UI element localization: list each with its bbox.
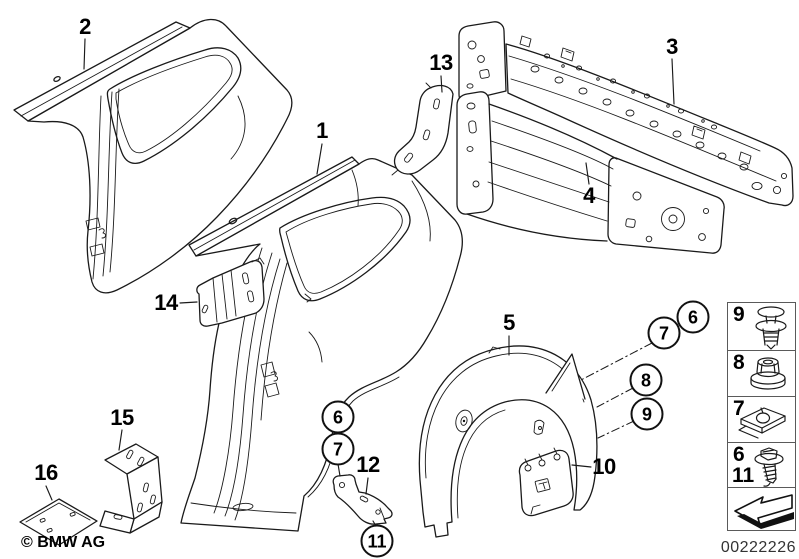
flanged-hex-screw-icon [754,447,784,487]
part-16-plate-drawing[interactable] [19,498,98,546]
legend-item-7[interactable]: 7 [727,396,796,443]
part-3-rear-panel-drawing[interactable] [458,21,794,207]
expanding-rivet-icon [755,306,787,350]
part-14-bracket-drawing[interactable] [196,257,265,327]
circled-callout-6-upper[interactable]: 6 [676,300,710,334]
legend-item-6-11[interactable]: 6 11 [727,442,796,488]
part-15-bracket-drawing[interactable] [99,443,163,534]
circled-callout-7-upper[interactable]: 7 [647,316,681,350]
callout-13[interactable]: 13 [429,50,453,75]
circled-callout-11[interactable]: 11 [360,524,394,558]
part-10-cover-drawing[interactable] [518,447,574,517]
part-12-bracket-drawing[interactable] [332,474,393,525]
legend-label-9: 9 [733,303,745,326]
part-1-quarter-panel-drawing[interactable] [180,156,463,532]
callout-16[interactable]: 16 [34,460,58,485]
callout-2[interactable]: 2 [79,14,91,39]
callout-15[interactable]: 15 [110,405,134,430]
fastener-legend: 9 8 [727,302,796,531]
plastic-nut-icon [750,357,786,390]
callout-14[interactable]: 14 [154,290,178,315]
callout-4[interactable]: 4 [583,183,595,208]
circled-callout-9[interactable]: 9 [630,397,664,431]
circled-callout-8[interactable]: 8 [629,363,663,397]
installation-direction-arrow-icon [734,494,794,529]
part-13-bracket-drawing[interactable] [391,82,454,176]
copyright-notice: © BMW AG [21,534,106,551]
part-4-rear-panel-drawing[interactable] [456,91,725,254]
legend-item-9[interactable]: 9 [727,302,796,351]
callout-1[interactable]: 1 [316,118,328,143]
callout-12[interactable]: 12 [356,452,380,477]
callout-5[interactable]: 5 [503,310,515,335]
part-5-wheel-arch-liner-drawing[interactable] [418,345,598,538]
diagram-part-number: 00222226 [720,539,796,556]
callout-3[interactable]: 3 [666,34,678,59]
circled-callout-7-lower[interactable]: 7 [321,432,355,466]
sheet-metal-clip-nut-icon [738,407,786,439]
legend-item-direction[interactable] [727,487,796,531]
legend-label-8: 8 [733,351,745,374]
callout-10[interactable]: 10 [592,454,616,479]
leader-lines [45,38,675,527]
legend-label-6: 6 [733,443,745,466]
legend-item-8[interactable]: 8 [727,350,796,397]
legend-label-11: 11 [732,464,755,487]
legend-label-7: 7 [733,397,745,420]
circled-callout-6-lower[interactable]: 6 [321,400,355,434]
part-2-quarter-panel-drawing[interactable] [13,18,293,294]
